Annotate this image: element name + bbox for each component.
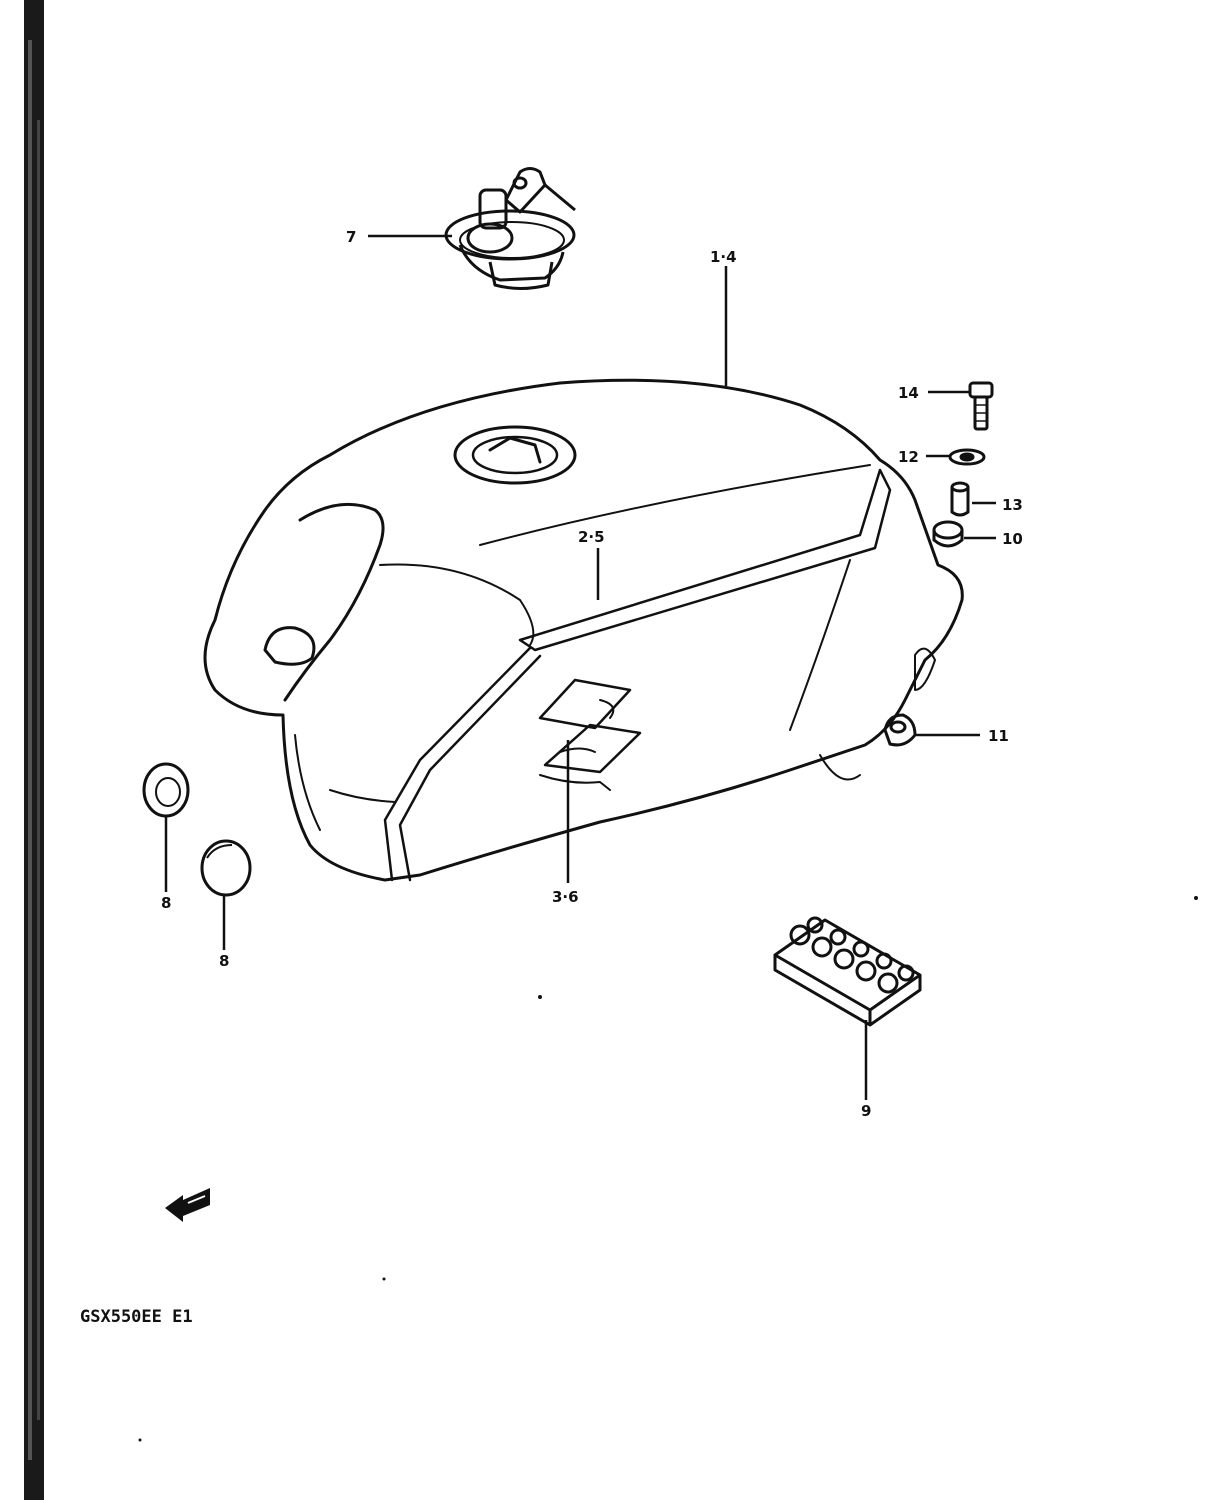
damper-9 xyxy=(773,916,922,1027)
callout-13: 13 xyxy=(1002,496,1023,514)
callout-9: 9 xyxy=(861,1102,871,1120)
callout-labels: 7 1·4 14 12 13 10 2·5 11 3·6 8 8 9 xyxy=(161,228,1023,1120)
cushion-11 xyxy=(883,713,917,747)
scan-specks xyxy=(138,896,1198,1442)
callout-1-4: 1·4 xyxy=(710,248,737,266)
bolt-14 xyxy=(968,381,994,431)
cushion-10 xyxy=(932,520,964,548)
callout-14: 14 xyxy=(898,384,919,402)
callout-11: 11 xyxy=(988,727,1009,745)
callout-8-upper: 8 xyxy=(161,894,171,912)
fuel-cap xyxy=(444,167,576,290)
cushion-8-upper xyxy=(142,762,190,818)
callout-7: 7 xyxy=(346,228,356,246)
leader-lines xyxy=(164,234,996,1100)
callout-12: 12 xyxy=(898,448,919,466)
fuel-tank xyxy=(203,378,964,882)
scan-border xyxy=(24,0,44,1500)
washer-12 xyxy=(948,448,986,466)
collar-13 xyxy=(950,481,970,517)
model-code: GSX550EE E1 xyxy=(80,1307,193,1327)
callout-3-6: 3·6 xyxy=(552,888,579,906)
front-direction-arrow xyxy=(165,1188,210,1222)
callout-8-lower: 8 xyxy=(219,952,229,970)
callout-2-5: 2·5 xyxy=(578,528,605,546)
cushion-8-lower xyxy=(200,839,252,897)
callout-10: 10 xyxy=(1002,530,1023,548)
